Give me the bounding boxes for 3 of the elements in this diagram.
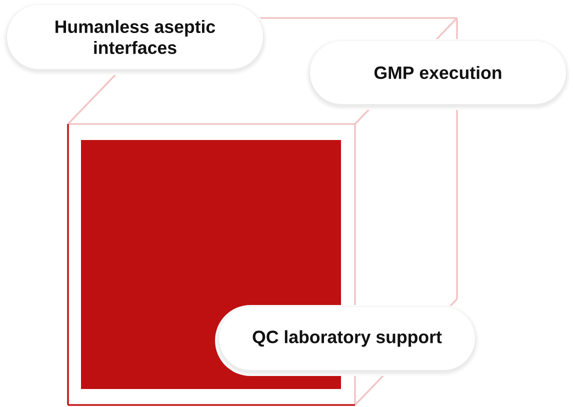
pill-label: QC laboratory support [215, 305, 479, 376]
pill-label: GMP execution [306, 39, 570, 110]
pill-label: Humanless aseptic interfaces [3, 3, 267, 75]
